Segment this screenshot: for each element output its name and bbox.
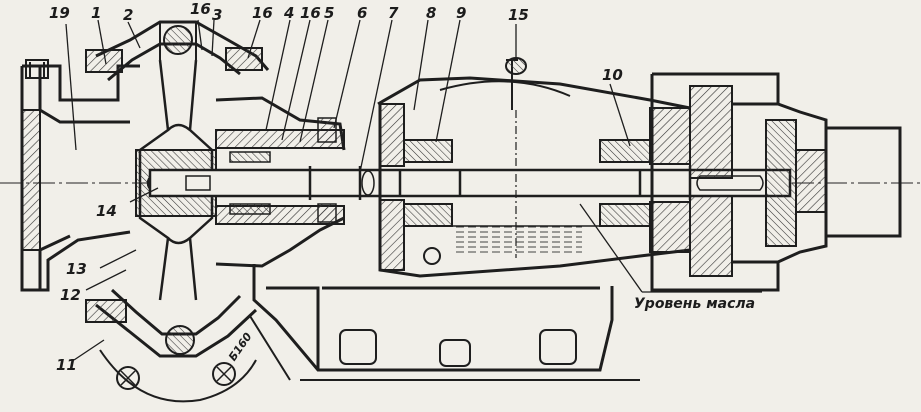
callout-3: 3 [212, 6, 223, 24]
callout-6: 6 [357, 4, 368, 22]
coupling [650, 72, 902, 292]
volute-bottom [85, 288, 258, 403]
callout-13: 13 [66, 260, 87, 278]
callout-7: 7 [388, 4, 399, 22]
callout-8: 8 [426, 4, 437, 22]
callout-5: 5 [324, 4, 335, 22]
callout-19: 19 [49, 4, 70, 22]
callout-9: 9 [456, 4, 467, 22]
callout-11: 11 [56, 356, 77, 374]
callout-15: 15 [508, 6, 529, 24]
oil-level-label: Уровень масла [634, 296, 756, 312]
callout-16-top: 16 [190, 0, 211, 18]
callout-17: 16 [252, 4, 273, 22]
callout-12: 12 [60, 286, 81, 304]
callout-14: 14 [96, 202, 117, 220]
callout-1: 1 [91, 4, 102, 22]
suction-casing [20, 59, 140, 292]
callout-10: 10 [602, 66, 623, 84]
volute-top [85, 20, 270, 82]
base-frame [249, 264, 640, 381]
leader-lines [65, 19, 762, 361]
callout-2: 2 [123, 6, 134, 24]
pump-body [215, 96, 346, 268]
shaft [148, 166, 792, 200]
bearing-frame [377, 57, 691, 278]
callout-4: 4 [284, 4, 295, 22]
callout-16-mid: 16 [300, 4, 321, 22]
